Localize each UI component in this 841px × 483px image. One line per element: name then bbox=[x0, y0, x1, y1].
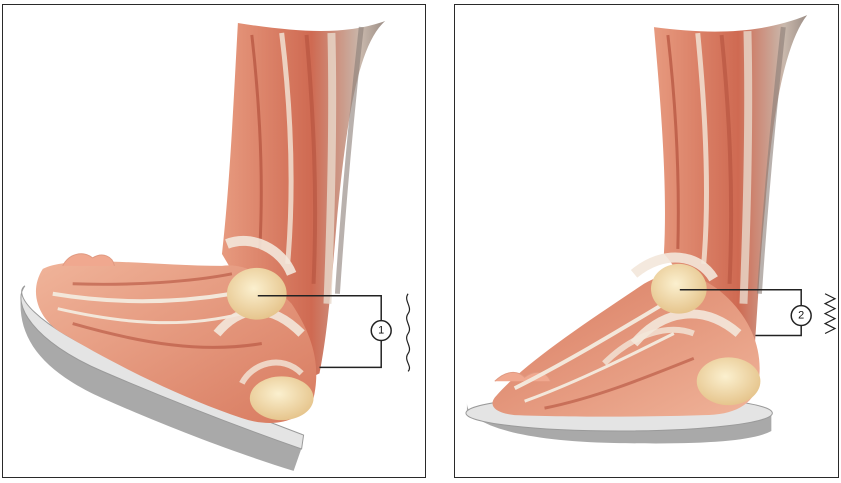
meter-1-label: 1 bbox=[378, 325, 384, 337]
foot-diagram-right: 2 bbox=[455, 5, 838, 477]
foot-diagram-left: 1 bbox=[3, 5, 425, 477]
heel-bone bbox=[697, 357, 761, 405]
sine-wave-icon bbox=[407, 294, 410, 372]
ankle-bone bbox=[651, 264, 707, 314]
ankle-bone bbox=[227, 268, 287, 320]
zigzag-wave-icon bbox=[825, 294, 835, 334]
heel-bone bbox=[250, 376, 314, 420]
meter-2-label: 2 bbox=[798, 310, 804, 322]
panel-foot-neutral: 2 bbox=[454, 4, 839, 478]
panel-foot-plantarflexed: 1 bbox=[2, 4, 426, 478]
